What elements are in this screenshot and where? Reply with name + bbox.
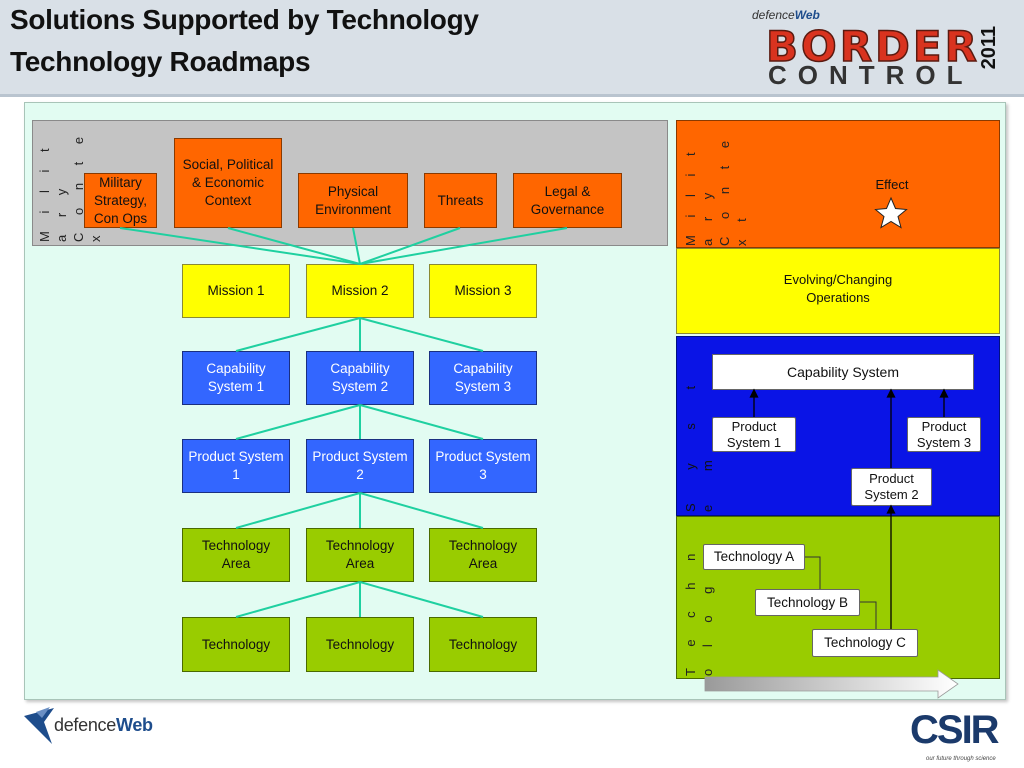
logo-word-control: CONTROL — [768, 60, 974, 90]
right-military-context-block — [676, 120, 1000, 248]
evolving-operations-label: Evolving/Changing Operations — [783, 272, 893, 305]
context-threats: Threats — [424, 173, 497, 228]
page-title-line-2: Technology Roadmaps — [10, 46, 311, 77]
technology-area-3: Technology Area — [429, 528, 537, 582]
mission-3: Mission 3 — [429, 264, 537, 318]
logo-word-border: BORDER — [765, 21, 980, 72]
right-product-system-2: Product System 2 — [851, 468, 932, 506]
technology-c: Technology C — [812, 629, 918, 657]
header-bar: Solutions Supported by Technology Techno… — [0, 0, 1024, 97]
technology-3: Technology — [429, 617, 537, 672]
context-social-political-economic: Social, Political & Economic Context — [174, 138, 282, 228]
capability-system-2: Capability System 2 — [306, 351, 414, 405]
technology-a: Technology A — [703, 544, 805, 570]
capability-system-1: Capability System 1 — [182, 351, 290, 405]
mission-2: Mission 2 — [306, 264, 414, 318]
product-system-3: Product System 3 — [429, 439, 537, 493]
context-military-strategy: Military Strategy, Con Ops — [84, 173, 157, 228]
time-label: Time — [820, 678, 844, 690]
technology-2: Technology — [306, 617, 414, 672]
technology-1: Technology — [182, 617, 290, 672]
csir-logo: CSIR our future through science — [910, 708, 1000, 762]
right-product-system-1: Product System 1 — [712, 417, 796, 452]
defenceweb-footer-logo: defenceWeb — [54, 715, 153, 735]
technology-area-1: Technology Area — [182, 528, 290, 582]
right-capability-system: Capability System — [712, 354, 974, 390]
system-label: S y s t e m — [683, 370, 715, 512]
border-control-logo: defenceWeb BORDER CONTROL 2011 — [740, 4, 1015, 92]
technology-area-2: Technology Area — [306, 528, 414, 582]
context-physical-environment: Physical Environment — [298, 173, 408, 228]
evolving-operations-block — [676, 248, 1000, 334]
effect-label: Effect — [875, 177, 909, 192]
mission-1: Mission 1 — [182, 264, 290, 318]
logo-year: 2011 — [978, 26, 1000, 70]
technology-b: Technology B — [755, 589, 860, 616]
product-system-1: Product System 1 — [182, 439, 290, 493]
product-system-2: Product System 2 — [306, 439, 414, 493]
right-product-system-3: Product System 3 — [907, 417, 981, 452]
technology-label: T e c h n o l o g y — [683, 544, 715, 676]
capability-system-3: Capability System 3 — [429, 351, 537, 405]
context-legal-governance: Legal & Governance — [513, 173, 622, 228]
defenceweb-small-logo: defenceWeb — [752, 8, 820, 22]
page-title-line-1: Solutions Supported by Technology — [10, 4, 479, 35]
